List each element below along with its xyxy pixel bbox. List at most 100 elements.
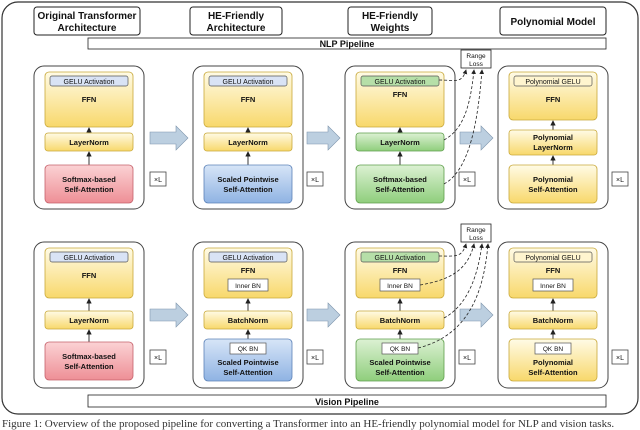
vision-pipeline-label: Vision Pipeline <box>315 397 379 407</box>
vision-col3-qk-bn: QK BN <box>390 346 411 353</box>
vision-col2-qk-bn: QK BN <box>238 346 259 353</box>
vision-col1-layernorm: LayerNorm <box>69 316 109 325</box>
vision-pipeline-bar: Vision Pipeline <box>87 394 607 408</box>
vision-col1-gelu: GELU Activation <box>64 255 115 262</box>
header-he-architecture: HE-Friendly Architecture <box>189 6 283 36</box>
nlp-col3-gelu: GELU Activation <box>375 79 426 86</box>
header-he-weights: HE-Friendly Weights <box>347 6 433 36</box>
vision-col2-block: GELU Activation FFN Inner BN BatchNorm Q… <box>192 241 304 389</box>
nlp-range-loss-l2: Loss <box>469 61 483 68</box>
nlp-col4-gelu: Polynomial GELU <box>525 79 580 86</box>
nlp-arrow-3 <box>459 125 494 151</box>
nlp-col3-block: GELU Activation FFN LayerNorm Softmax-ba… <box>344 65 456 210</box>
nlp-col4-norm-l1: Polynomial <box>533 133 573 142</box>
header-original-line2: Architecture <box>58 23 117 34</box>
nlp-range-loss-l1: Range <box>466 53 486 60</box>
nlp-col1-block: GELU Activation FFN LayerNorm Softmax-ba… <box>33 65 145 210</box>
vision-col2-batchnorm: BatchNorm <box>228 316 269 325</box>
nlp-col2-attn-l2: Self-Attention <box>223 185 273 194</box>
nlp-col1-layernorm: LayerNorm <box>69 138 109 147</box>
figure-caption: Figure 1: Overview of the proposed pipel… <box>2 418 615 430</box>
vision-col4-inner-bn: Inner BN <box>540 283 566 290</box>
vision-col3-ffn: FFN <box>393 266 408 275</box>
vision-col3-repeat: ×L <box>458 349 476 365</box>
nlp-range-loss: Range Loss <box>438 49 492 185</box>
vision-arrow-3 <box>459 302 494 328</box>
vision-col4-block: Polynomial GELU FFN Inner BN BatchNorm Q… <box>497 241 609 389</box>
nlp-col4-attn-l2: Self-Attention <box>528 185 578 194</box>
header-he-architecture-line2: Architecture <box>207 23 266 34</box>
header-original: Original Transformer Architecture <box>33 6 141 36</box>
nlp-col2-ffn: FFN <box>241 95 256 104</box>
nlp-col1-repeat: ×L <box>149 171 167 187</box>
nlp-col2-gelu: GELU Activation <box>223 79 274 86</box>
svg-text:×L: ×L <box>311 177 319 184</box>
nlp-col1-attn-l2: Self-Attention <box>64 185 114 194</box>
vision-col2-inner-bn: Inner BN <box>235 283 261 290</box>
header-he-weights-line2: Weights <box>371 23 410 34</box>
svg-text:×L: ×L <box>463 355 471 362</box>
vision-col2-ffn: FFN <box>241 266 256 275</box>
vision-col4-attn-l1: Polynomial <box>533 358 573 367</box>
nlp-pipeline-bar: NLP Pipeline <box>87 37 607 50</box>
vision-col3-batchnorm: BatchNorm <box>380 316 421 325</box>
nlp-pipeline-label: NLP Pipeline <box>320 39 375 49</box>
nlp-col2-attn-l1: Scaled Pointwise <box>217 175 278 184</box>
vision-col2-repeat: ×L <box>306 349 324 365</box>
svg-text:×L: ×L <box>154 355 162 362</box>
nlp-col1-ffn: FFN <box>82 95 97 104</box>
nlp-col2-layernorm: LayerNorm <box>228 138 268 147</box>
header-original-line1: Original Transformer <box>38 11 137 22</box>
vision-arrow-1 <box>149 302 189 328</box>
nlp-arrow-2 <box>306 125 341 151</box>
outer-frame <box>1 1 639 415</box>
vision-range-loss-l1: Range <box>466 227 486 234</box>
nlp-col2-repeat: ×L <box>306 171 324 187</box>
vision-col3-attn-l1: Scaled Pointwise <box>369 358 430 367</box>
nlp-col3-ffn: FFN <box>393 90 408 99</box>
vision-col3-attn-l2: Self-Attention <box>375 368 425 377</box>
vision-col3-block: GELU Activation FFN Inner BN BatchNorm Q… <box>344 241 456 389</box>
nlp-arrow-1 <box>149 125 189 151</box>
header-he-weights-line1: HE-Friendly <box>362 11 419 22</box>
vision-col1-attn-l1: Softmax-based <box>62 352 116 361</box>
vision-col4-attn-l2: Self-Attention <box>528 368 578 377</box>
nlp-col4-ffn: FFN <box>546 95 561 104</box>
nlp-col4-norm-l2: LayerNorm <box>533 143 573 152</box>
vision-range-loss-l2: Loss <box>469 235 483 242</box>
svg-text:×L: ×L <box>154 177 162 184</box>
svg-text:×L: ×L <box>616 177 624 184</box>
vision-col4-ffn: FFN <box>546 266 561 275</box>
nlp-col4-block: Polynomial GELU FFN Polynomial LayerNorm… <box>497 65 609 210</box>
vision-col4-gelu: Polynomial GELU <box>525 255 580 262</box>
svg-text:×L: ×L <box>616 355 624 362</box>
nlp-col3-attn-l1: Softmax-based <box>373 175 427 184</box>
vision-col2-attn-l2: Self-Attention <box>223 368 273 377</box>
vision-col1-ffn: FFN <box>82 271 97 280</box>
vision-col3-gelu: GELU Activation <box>375 255 426 262</box>
header-polynomial-label: Polynomial Model <box>510 17 595 28</box>
vision-arrow-2 <box>306 302 341 328</box>
nlp-col1-gelu: GELU Activation <box>64 79 115 86</box>
svg-text:×L: ×L <box>311 355 319 362</box>
vision-col1-block: GELU Activation FFN LayerNorm Softmax-ba… <box>33 241 145 389</box>
vision-col4-qk-bn: QK BN <box>543 346 564 353</box>
vision-col2-attn-l1: Scaled Pointwise <box>217 358 278 367</box>
vision-col1-attn-l2: Self-Attention <box>64 362 114 371</box>
vision-col3-inner-bn: Inner BN <box>387 283 413 290</box>
header-polynomial: Polynomial Model <box>499 6 607 36</box>
vision-col1-repeat: ×L <box>149 349 167 365</box>
vision-col4-batchnorm: BatchNorm <box>533 316 574 325</box>
svg-text:×L: ×L <box>463 177 471 184</box>
vision-col4-repeat: ×L <box>611 349 629 365</box>
nlp-col3-attn-l2: Self-Attention <box>375 185 425 194</box>
nlp-col4-attn-l1: Polynomial <box>533 175 573 184</box>
nlp-col1-attn-l1: Softmax-based <box>62 175 116 184</box>
nlp-col3-layernorm: LayerNorm <box>380 138 420 147</box>
nlp-col2-block: GELU Activation FFN LayerNorm Scaled Poi… <box>192 65 304 210</box>
nlp-col4-repeat: ×L <box>611 171 629 187</box>
nlp-col3-repeat: ×L <box>458 171 476 187</box>
vision-range-loss: Range Loss <box>417 223 492 349</box>
vision-col2-gelu: GELU Activation <box>223 255 274 262</box>
header-he-architecture-line1: HE-Friendly <box>208 11 265 22</box>
